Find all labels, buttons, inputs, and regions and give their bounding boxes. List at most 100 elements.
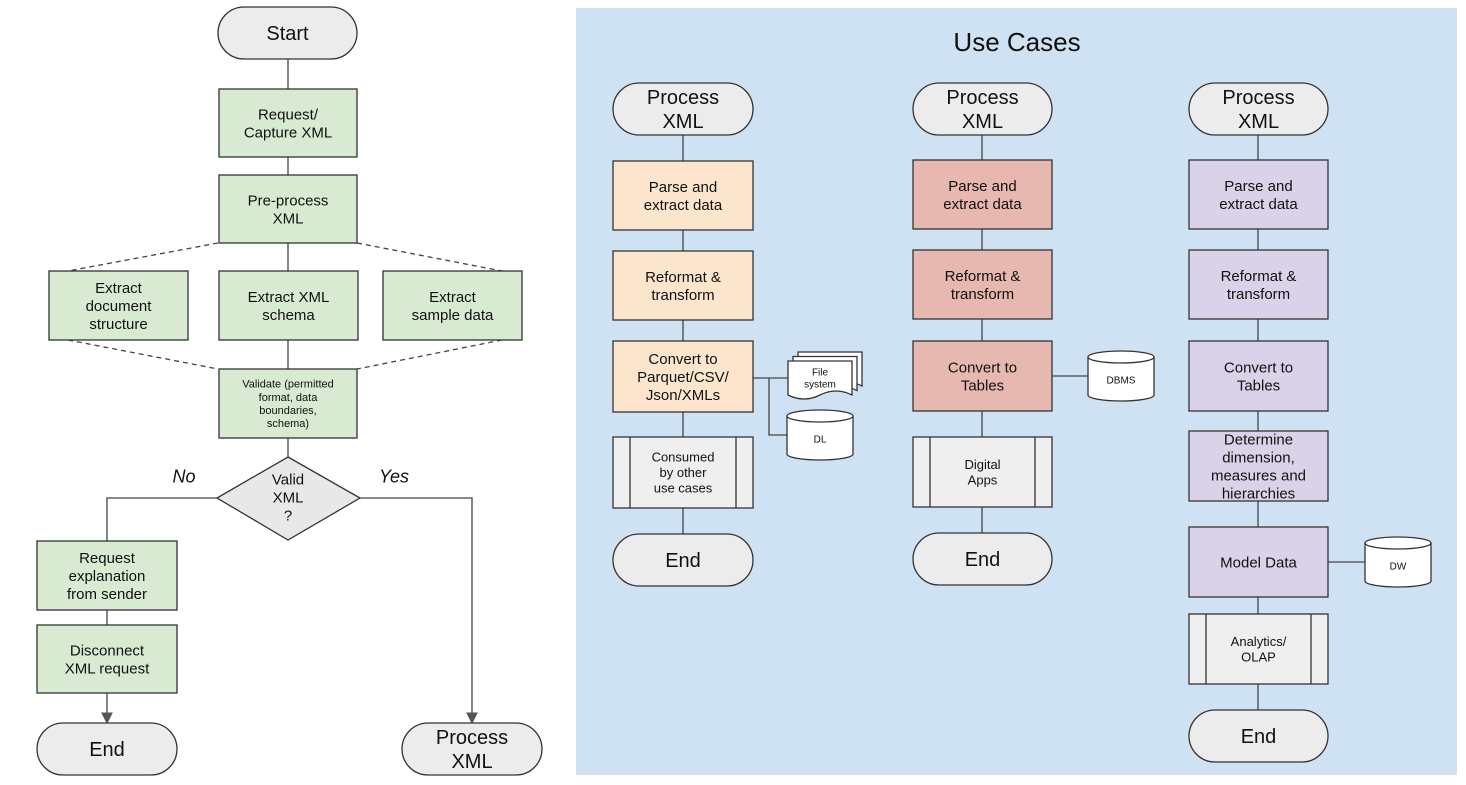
request-capture-step: Request/Capture XML [218,88,358,158]
col2-reformat-step: Reformat &transform [912,249,1053,320]
end-terminal: End [36,722,178,776]
end-terminal-label: End [89,739,125,761]
col1-start-terminal-shape [612,82,754,136]
col3-model-step-shape [1188,526,1329,598]
file-system-store-shape [787,360,853,400]
connector-line [768,378,787,436]
merge-line [67,339,219,370]
col3-parse-step-shape [1188,159,1329,230]
yes-connector [360,497,478,725]
preprocess-step-shape [218,174,358,244]
dbms-store: DBMS [1087,350,1155,402]
col3-reformat-step-shape [1188,249,1329,320]
col2-apps-subprocess-shape [912,436,1053,508]
extract-sample-step-shape [382,270,523,341]
col3-model-step-label: Model Data [1220,554,1297,571]
col2-start-terminal-shape [912,82,1053,136]
disconnect-step-shape [36,624,178,694]
col1-reformat-step-shape [612,250,754,321]
dw-store-label: DW [1390,562,1407,573]
col2-convert-step-shape [912,340,1053,412]
start-terminal-label: Start [266,23,309,45]
end-terminal-shape [36,722,178,776]
col1-end-terminal-shape [612,533,754,587]
dw-store-shape [1364,536,1432,588]
col3-end-terminal-shape [1188,709,1329,763]
col3-analytics-subprocess-shape [1188,613,1329,685]
no-connector [106,497,217,541]
col1-reformat-step: Reformat &transform [612,250,754,321]
dbms-store-shape [1087,350,1155,402]
col3-analytics-subprocess: Analytics/OLAP [1188,613,1329,685]
col1-end-terminal-label: End [665,550,701,572]
col2-end-terminal-shape [912,532,1053,586]
request-capture-step-shape [218,88,358,158]
no-branch-label: No [172,466,195,486]
col3-determine-step-shape [1188,430,1329,502]
dl-store-shape [786,409,854,461]
col1-consumed-subprocess-shape [612,436,754,509]
use-cases-title-label: Use Cases [953,27,1080,57]
no-branch: No [172,466,195,486]
col1-parse-step-shape [612,160,754,231]
col3-end-terminal-label: End [1241,726,1277,748]
dw-store: DW [1364,536,1432,588]
col2-reformat-step-shape [912,249,1053,320]
process-xml-terminal-shape [401,722,543,776]
extract-schema-step-shape [218,270,359,341]
yes-branch-label: Yes [379,466,409,486]
dl-store: DL [786,409,854,461]
col2-end-terminal-label: End [965,549,1001,571]
col2-end-terminal: End [912,532,1053,586]
merge-line [356,339,503,370]
split-line [356,242,503,272]
start-terminal: Start [217,6,358,60]
extract-structure-step-shape [48,270,189,341]
col3-start-terminal-shape [1188,82,1329,136]
validate-step-shape [218,368,358,439]
col3-end-terminal: End [1188,709,1329,763]
col3-convert-step-shape [1188,340,1329,412]
